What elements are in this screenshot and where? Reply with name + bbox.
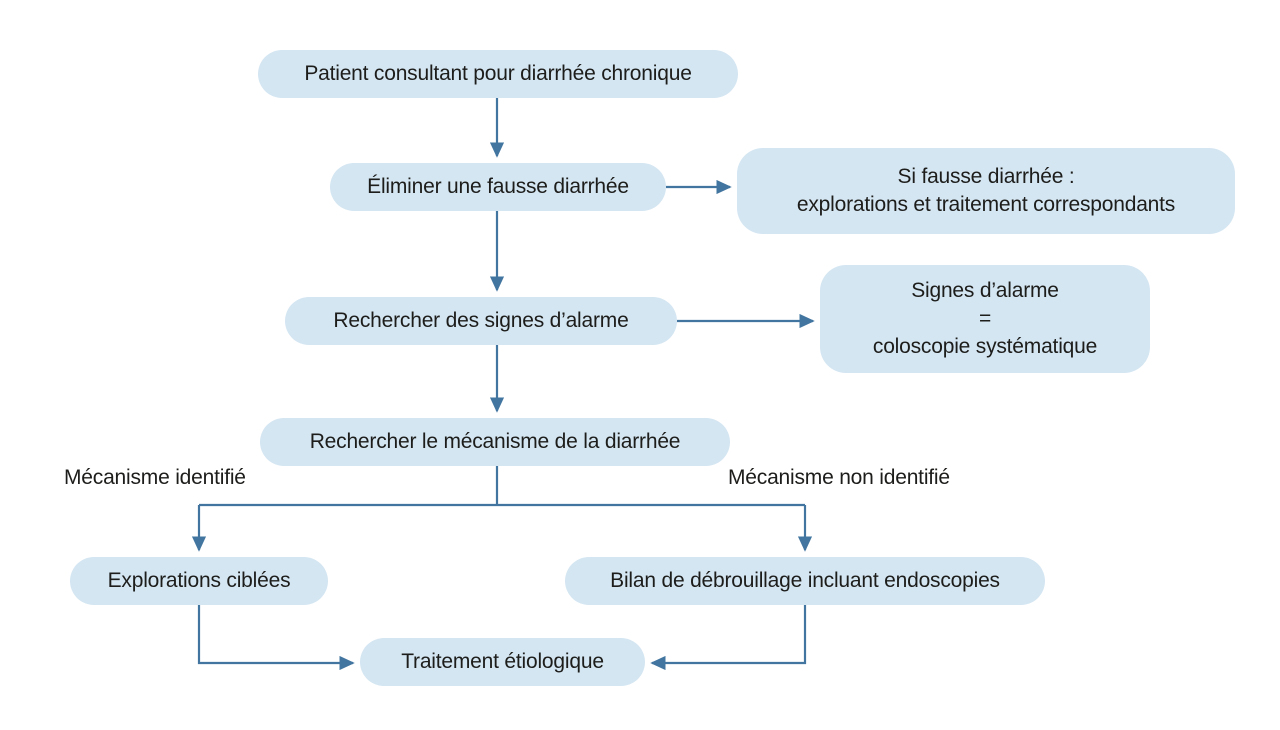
node-rechercher-mecanisme: Rechercher le mécanisme de la diarrhée: [260, 418, 730, 466]
node-label-line2: =: [978, 307, 992, 331]
node-coloscopie-systematique: Signes d’alarme = coloscopie systématiqu…: [820, 265, 1150, 373]
node-explorations-ciblees: Explorations ciblées: [70, 557, 328, 605]
node-label: Rechercher des signes d’alarme: [333, 309, 629, 333]
node-label: Éliminer une fausse diarrhée: [367, 175, 629, 199]
node-traitement-etiologique: Traitement étiologique: [360, 638, 645, 686]
node-label: Rechercher le mécanisme de la diarrhée: [309, 430, 681, 454]
node-label-line1: Si fausse diarrhée :: [897, 165, 1075, 189]
edge-branch-bar: [199, 466, 805, 507]
edge-bilan-to-traitement: [650, 605, 807, 671]
node-label-line1: Signes d’alarme: [911, 279, 1059, 303]
branch-label-mecanisme-non-identifie: Mécanisme non identifié: [728, 466, 950, 489]
node-label-line3: coloscopie systématique: [872, 334, 1098, 358]
node-si-fausse-diarrhee: Si fausse diarrhée : explorations et tra…: [737, 148, 1235, 234]
edge-explorations-to-traitement: [197, 605, 355, 671]
node-label: Bilan de débrouillage incluant endoscopi…: [610, 569, 1000, 593]
node-patient-consultant: Patient consultant pour diarrhée chroniq…: [258, 50, 738, 98]
node-rechercher-signes-alarme: Rechercher des signes d’alarme: [285, 297, 677, 345]
node-label: Explorations ciblées: [107, 569, 291, 593]
node-label: Traitement étiologique: [401, 650, 604, 674]
node-label: Patient consultant pour diarrhée chroniq…: [304, 62, 692, 86]
node-eliminer-fausse-diarrhee: Éliminer une fausse diarrhée: [330, 163, 666, 211]
branch-label-mecanisme-identifie: Mécanisme identifié: [64, 466, 246, 489]
node-bilan-debrouillage: Bilan de débrouillage incluant endoscopi…: [565, 557, 1045, 605]
node-label-line2: explorations et traitement correspondant…: [796, 193, 1176, 216]
